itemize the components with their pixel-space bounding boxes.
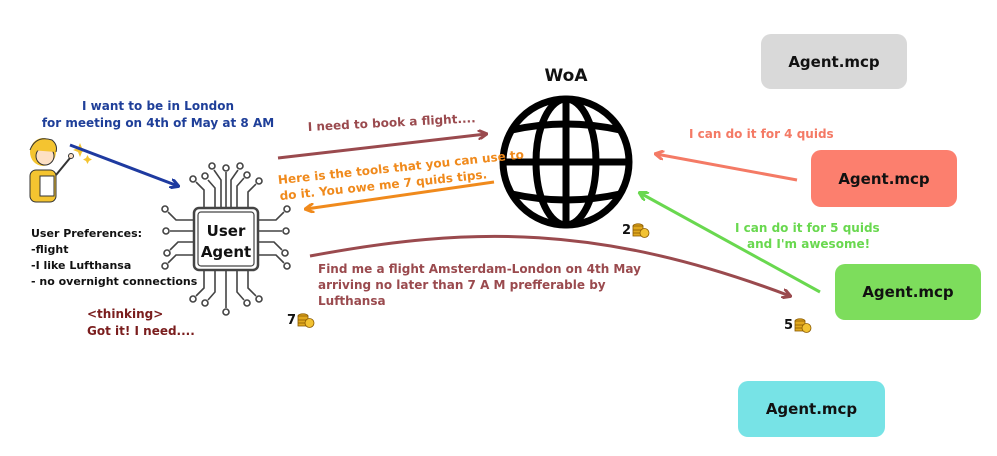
thinking-text: Got it! I need.... bbox=[87, 324, 195, 338]
thinking-tag: <thinking> bbox=[87, 307, 163, 321]
agent-label: Agent.mcp bbox=[765, 400, 858, 418]
agent-box-green[interactable]: Agent.mcp bbox=[835, 264, 981, 320]
preference-item: -flight bbox=[31, 243, 68, 256]
coin-stack-icon bbox=[632, 223, 650, 238]
preference-item: -I like Lufthansa bbox=[31, 259, 131, 272]
user-agent-label-line1: User bbox=[207, 222, 246, 240]
find-arrow bbox=[309, 234, 790, 296]
find-message-line1: Find me a flight Amsterdam-London on 4th… bbox=[318, 262, 641, 276]
offer4-arrow bbox=[656, 154, 798, 182]
woa-title: WoA bbox=[545, 66, 589, 86]
user-agent-label-line2: Agent bbox=[201, 243, 251, 261]
request-arrow bbox=[69, 143, 178, 186]
offer4-message: I can do it for 4 quids bbox=[689, 127, 834, 141]
coin-count: 7 bbox=[287, 312, 297, 328]
agent-box-gray[interactable]: Agent.mcp bbox=[761, 34, 907, 89]
coin-stack-icon bbox=[794, 318, 812, 333]
agent-label: Agent.mcp bbox=[838, 169, 930, 188]
preferences-title: User Preferences: bbox=[31, 227, 142, 240]
tools-arrow bbox=[306, 180, 495, 209]
coin-count: 5 bbox=[784, 317, 794, 333]
coin-badge-user-agent: 7 bbox=[287, 311, 315, 329]
agent-label: Agent.mcp bbox=[862, 283, 954, 301]
coin-stack-icon bbox=[297, 313, 315, 328]
book-message: I need to book a flight.... bbox=[307, 111, 476, 134]
offer5-message-line2: and I'm awesome! bbox=[747, 237, 870, 251]
user-request-line2: for meeting on 4th of May at 8 AM bbox=[42, 116, 274, 130]
offer5-arrow bbox=[640, 193, 821, 294]
coin-badge-woa: 2 bbox=[622, 221, 650, 239]
agent-box-red[interactable]: Agent.mcp bbox=[811, 150, 957, 207]
coin-badge-agent-green: 5 bbox=[784, 316, 812, 334]
offer5-message-line1: I can do it for 5 quids bbox=[735, 221, 880, 235]
preference-item: - no overnight connections bbox=[31, 275, 198, 288]
person-icon bbox=[29, 138, 92, 203]
user-request-line1: I want to be in London bbox=[82, 99, 234, 113]
agent-box-cyan[interactable]: Agent.mcp bbox=[738, 381, 885, 437]
agent-label: Agent.mcp bbox=[788, 52, 880, 71]
find-message-line3: Lufthansa bbox=[318, 294, 386, 308]
coin-count: 2 bbox=[622, 222, 632, 238]
book-arrow bbox=[277, 134, 486, 160]
find-message-line2: arriving no later than 7 A M prefferable… bbox=[318, 278, 606, 292]
globe-icon bbox=[499, 95, 633, 229]
chip-icon bbox=[161, 162, 291, 316]
